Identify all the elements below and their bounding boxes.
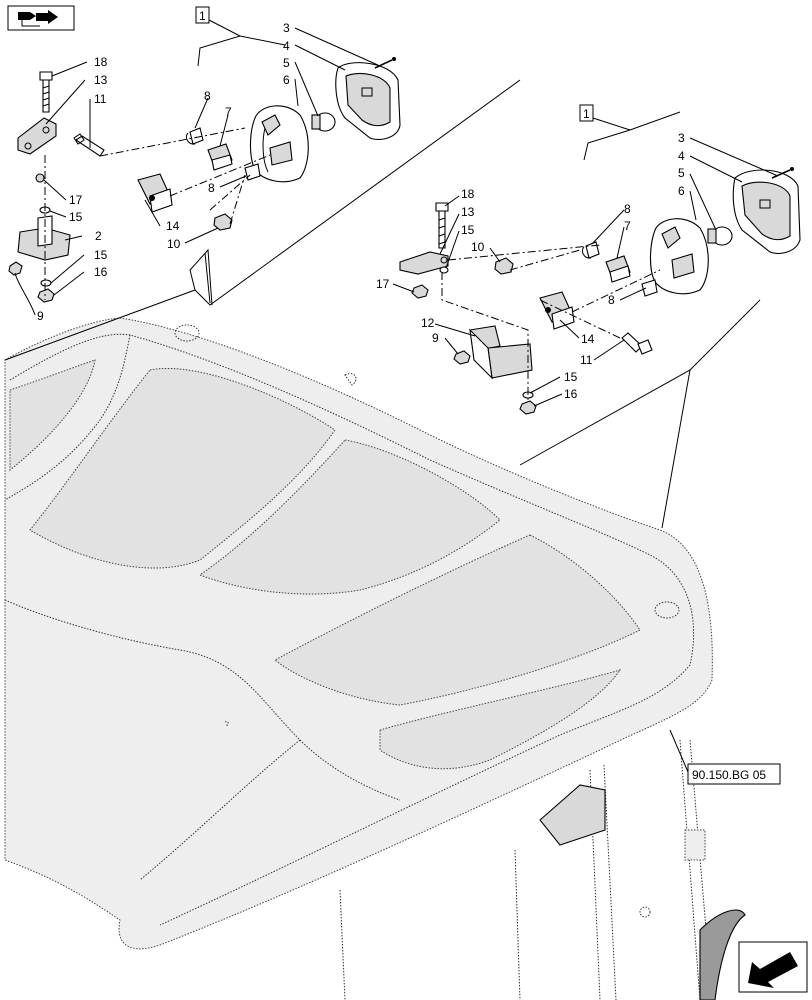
lamp-lens-right xyxy=(649,218,709,295)
leaders-right xyxy=(392,137,779,407)
callout-group-1-right: 1 xyxy=(579,104,681,161)
label-10-right: 10 xyxy=(471,240,485,254)
cab-frame-post xyxy=(224,721,746,1000)
roof-panel-left xyxy=(29,368,336,569)
label-6-right: 6 xyxy=(678,184,685,198)
label-15b-right: 15 xyxy=(564,370,578,384)
side-mirror-arm xyxy=(699,909,746,1000)
label-13-left: 13 xyxy=(94,73,108,87)
label-11-left: 11 xyxy=(94,92,107,106)
label-12-right: 12 xyxy=(421,316,435,330)
label-9-right: 9 xyxy=(432,331,439,345)
callout-1b-label: 1 xyxy=(583,107,590,121)
mount-plate xyxy=(17,117,57,155)
label-16-left: 16 xyxy=(94,265,108,279)
label-4-left: 4 xyxy=(283,39,290,53)
label-4-right: 4 xyxy=(678,149,685,163)
label-8a-left: 8 xyxy=(204,89,211,103)
roof-panel-right xyxy=(274,534,641,706)
callout-1-label: 1 xyxy=(199,9,206,23)
cab-roof xyxy=(4,317,713,950)
label-15b-left: 15 xyxy=(94,248,108,262)
label-5-left: 5 xyxy=(283,56,290,70)
book-arrow-icon[interactable] xyxy=(7,5,75,31)
roof-panel-center xyxy=(198,439,501,595)
label-8a-right: 8 xyxy=(624,202,631,216)
label-7-left: 7 xyxy=(225,105,232,119)
label-8b-left: 8 xyxy=(208,181,215,195)
label-18-left: 18 xyxy=(94,55,108,69)
label-15a-left: 15 xyxy=(69,210,83,224)
roof-boss-left xyxy=(174,324,200,342)
roof-panel-front xyxy=(379,669,622,770)
label-10-left: 10 xyxy=(167,237,181,251)
lamp-mount-bracket-right xyxy=(487,343,533,379)
part-labels-left: 3 4 5 6 8 7 8 14 10 18 13 11 17 15 2 15 … xyxy=(37,21,290,323)
lamp-assembly-right xyxy=(399,167,801,415)
mirror-bracket xyxy=(539,784,606,846)
label-2-left: 2 xyxy=(95,229,102,243)
direction-arrow-icon[interactable] xyxy=(738,941,808,993)
leaders-left xyxy=(14,27,381,316)
leader-wedge-left xyxy=(4,79,521,361)
lamp-assembly-left xyxy=(8,57,401,303)
label-3-left: 3 xyxy=(283,21,290,35)
leader-wedge-right xyxy=(519,299,761,529)
label-14-left: 14 xyxy=(166,219,180,233)
reference-label[interactable]: 90.150.BG 05 xyxy=(692,768,766,782)
label-17-right: 17 xyxy=(376,277,390,291)
label-16-right: 16 xyxy=(564,387,578,401)
label-18-right: 18 xyxy=(461,187,475,201)
label-5-right: 5 xyxy=(678,166,685,180)
label-13-right: 13 xyxy=(461,205,475,219)
reference-link-90-150-bg-05[interactable]: 90.150.BG 05 xyxy=(669,729,781,785)
label-14-right: 14 xyxy=(581,332,595,346)
label-7-right: 7 xyxy=(624,219,631,233)
label-15a-right: 15 xyxy=(461,223,475,237)
label-6-left: 6 xyxy=(283,73,290,87)
label-3-right: 3 xyxy=(678,131,685,145)
label-11-right: 11 xyxy=(580,353,593,367)
roof-boss-right xyxy=(654,601,680,619)
frame-bolt xyxy=(639,906,651,918)
label-9-left: 9 xyxy=(37,309,44,323)
label-8b-right: 8 xyxy=(608,293,615,307)
frame-plate xyxy=(684,829,706,861)
roof-panel-edge xyxy=(9,359,96,472)
part-labels-right: 3 4 5 6 18 13 15 10 8 7 17 8 12 9 14 11 … xyxy=(376,131,685,401)
callout-group-1-left: 1 xyxy=(195,6,286,67)
label-17-left: 17 xyxy=(69,193,83,207)
